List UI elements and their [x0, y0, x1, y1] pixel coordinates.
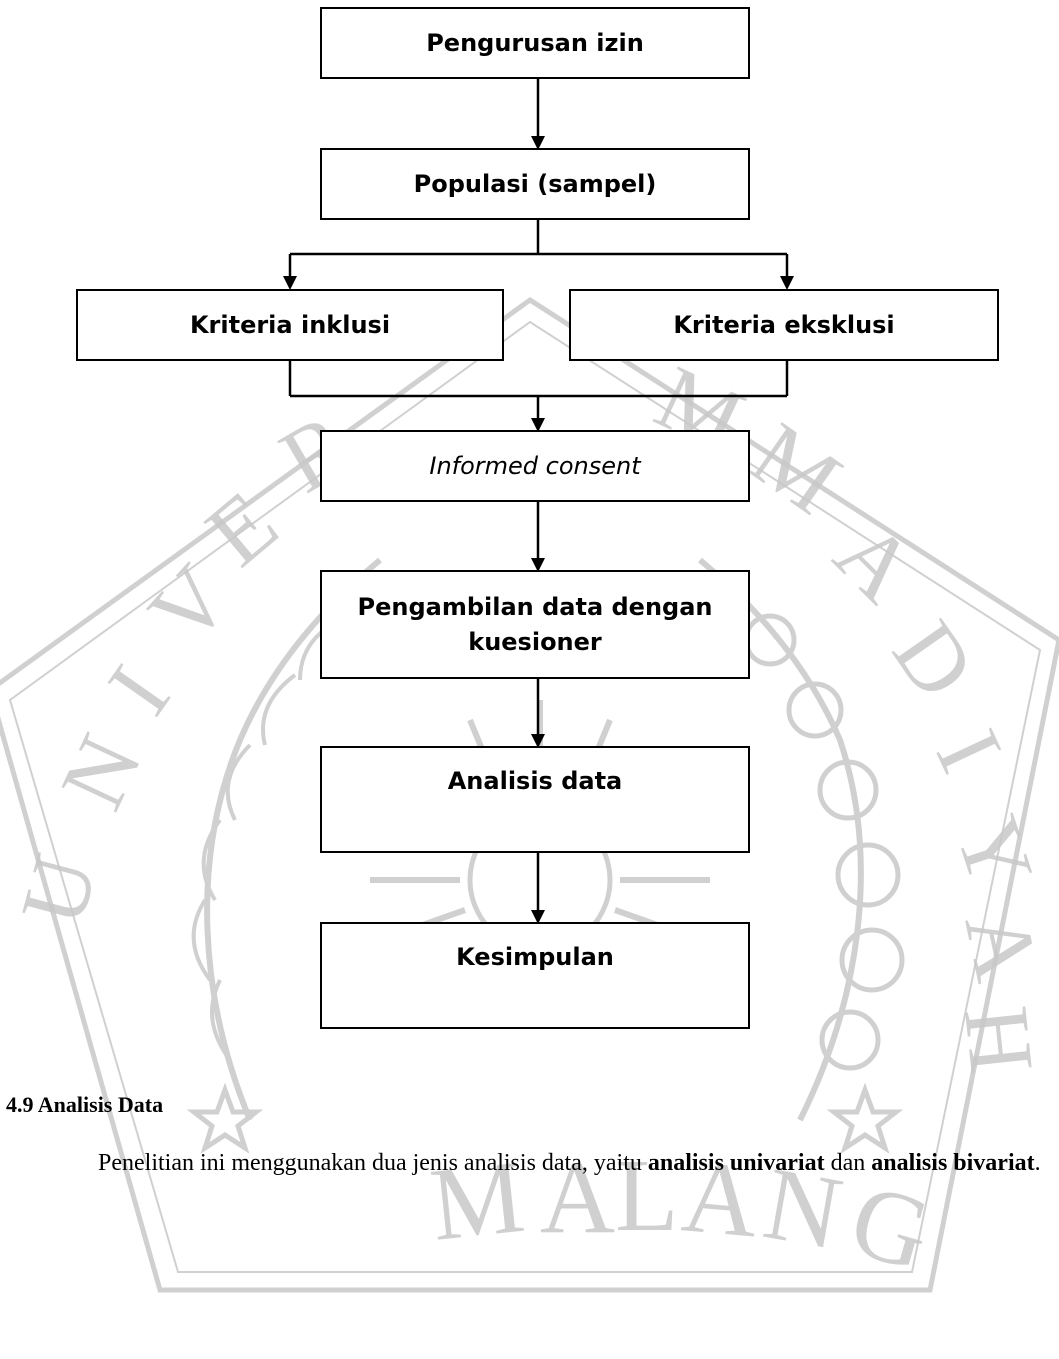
step-label: Kriteria eksklusi	[673, 310, 895, 339]
arrowhead-inklusi	[283, 276, 297, 290]
step-label: Populasi (sampel)	[413, 169, 657, 198]
term-univariat: analisis univariat	[647, 1150, 825, 1176]
step-label: Analisis data	[447, 767, 623, 795]
arrowhead-populasi	[531, 136, 545, 150]
watermark-pentagon	[0, 296, 1059, 1293]
arrowhead-consent	[531, 418, 545, 432]
step-label: Informed consent	[429, 451, 641, 480]
section-paragraph: Penelitian ini menggunakan dua jenis ana…	[6, 1134, 1059, 1192]
svg-text:A: A	[540, 1140, 615, 1255]
arrowhead-analisis	[531, 734, 545, 748]
paragraph-text-2: dan	[824, 1150, 872, 1176]
arrowhead-kesimpulan	[531, 910, 545, 924]
svg-text:H: H	[945, 1001, 1053, 1078]
arrowhead-eksklusi	[780, 276, 794, 290]
step-label: Pengambilan data dengan kuesioner	[357, 592, 713, 656]
step-label: Kesimpulan	[456, 943, 614, 971]
step-label: Kriteria inklusi	[189, 310, 391, 339]
term-bivariat: analisis bivariat	[871, 1150, 1035, 1176]
step-kriteria-inklusi: Kriteria inklusi	[76, 289, 504, 361]
svg-text:L: L	[615, 1138, 679, 1253]
step-populasi: Populasi (sampel)	[320, 148, 750, 220]
paragraph-text-1: Penelitian ini menggunakan dua jenis ana…	[98, 1150, 648, 1176]
svg-text:A: A	[678, 1138, 763, 1259]
section-heading: 4.9 Analisis Data	[6, 1092, 164, 1117]
step-pengurusan-izin: Pengurusan izin	[320, 7, 750, 79]
step-informed-consent: Informed consent	[320, 430, 750, 502]
step-kriteria-eksklusi: Kriteria eksklusi	[569, 289, 999, 361]
step-analisis-data: Analisis data	[320, 746, 750, 853]
paragraph-text-3: .	[1034, 1150, 1041, 1176]
step-pengambilan-data: Pengambilan data dengan kuesioner	[320, 570, 750, 679]
arrowhead-pengambilan	[531, 558, 545, 572]
step-kesimpulan: Kesimpulan	[320, 922, 750, 1029]
svg-text:M: M	[425, 1139, 529, 1263]
step-label: Pengurusan izin	[426, 28, 644, 57]
